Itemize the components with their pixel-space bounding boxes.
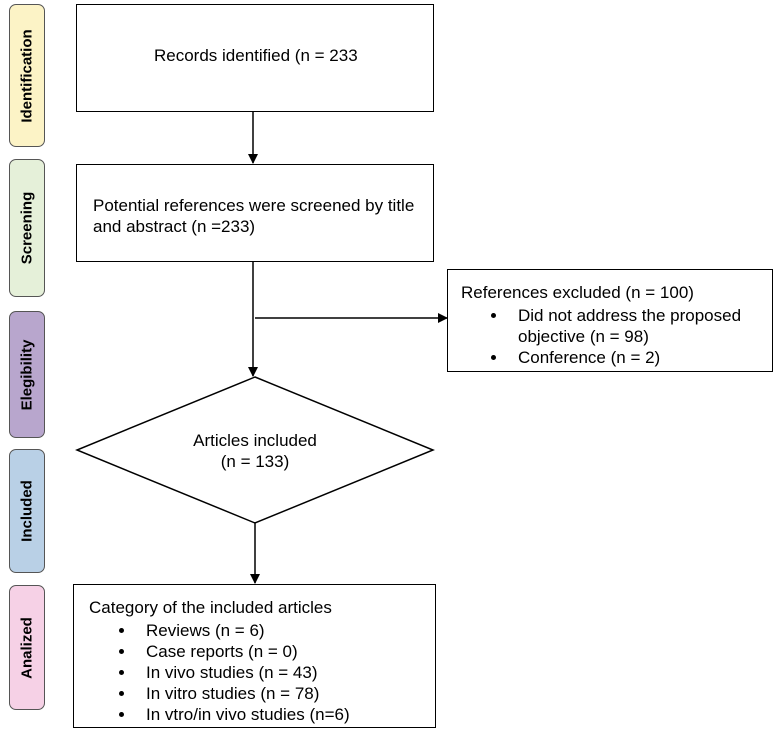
- screening-box: Potential references were screened by ti…: [76, 164, 434, 262]
- articles-included-count: (n = 133): [220, 452, 290, 471]
- records-identified-text: Records identified (n = 233: [154, 46, 358, 65]
- screening-text: Potential references were screened by ti…: [93, 196, 415, 236]
- category-item: In vtro/in vivo studies (n=6): [136, 704, 435, 725]
- stage-included: Included: [9, 449, 45, 573]
- excluded-item: Conference (n = 2): [508, 347, 772, 368]
- articles-included-title: Articles included: [193, 431, 317, 450]
- stage-analized: Analized: [9, 585, 45, 710]
- category-item: Case reports (n = 0): [136, 641, 435, 662]
- records-identified-box: Records identified (n = 233: [76, 4, 434, 112]
- excluded-title: References excluded (n = 100): [461, 283, 694, 302]
- stage-identification: Identification: [9, 4, 45, 147]
- stage-elegibility: Elegibility: [9, 311, 45, 438]
- category-title: Category of the included articles: [89, 598, 332, 617]
- category-item: In vitro studies (n = 78): [136, 683, 435, 704]
- category-box: Category of the included articles Review…: [73, 584, 436, 728]
- references-excluded-box: References excluded (n = 100) Did not ad…: [447, 269, 773, 372]
- category-item: Reviews (n = 6): [136, 620, 435, 641]
- excluded-item: Did not address the proposed objective (…: [508, 305, 772, 347]
- category-item: In vivo studies (n = 43): [136, 662, 435, 683]
- stage-screening: Screening: [9, 159, 45, 297]
- articles-included-label: Articles included (n = 133): [155, 430, 355, 472]
